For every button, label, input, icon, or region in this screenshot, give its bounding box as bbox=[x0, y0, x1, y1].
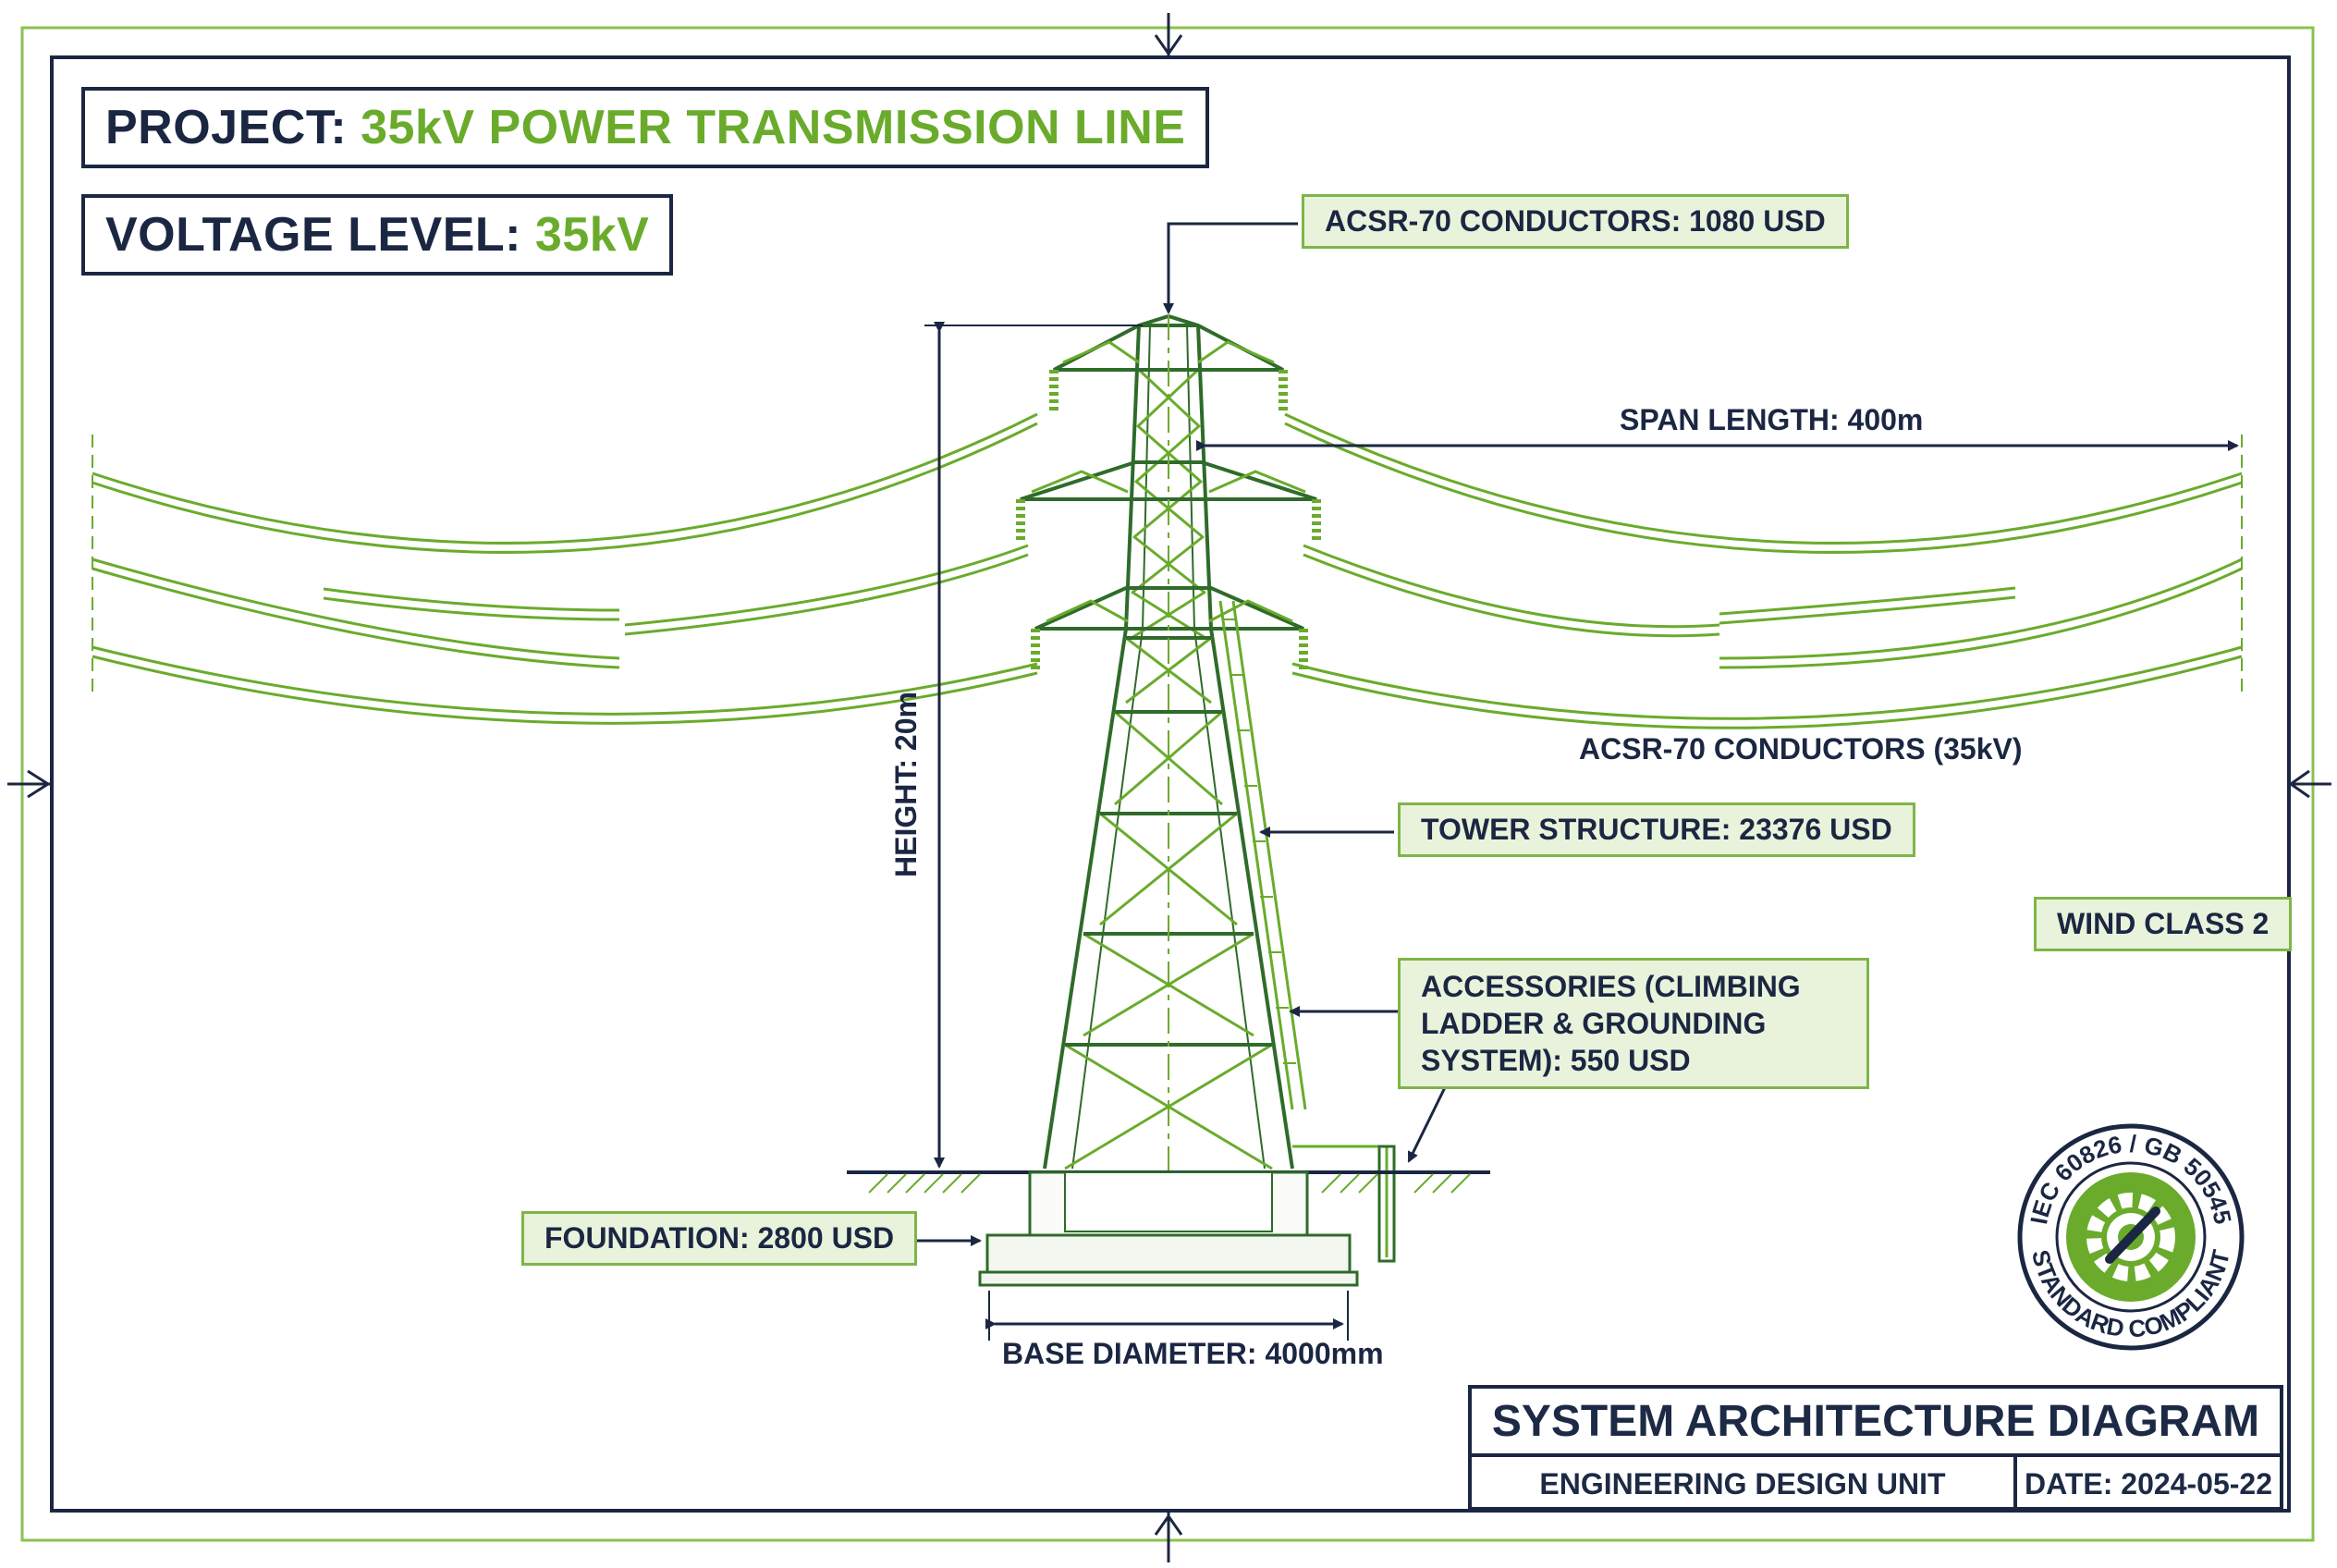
project-label: PROJECT: bbox=[105, 101, 348, 154]
gear-wrench-icon bbox=[2086, 1193, 2175, 1281]
voltage-header: VOLTAGE LEVEL: 35kV bbox=[81, 194, 674, 276]
project-value: 35kV POWER TRANSMISSION LINE bbox=[361, 101, 1186, 154]
lattice-tower bbox=[1016, 313, 1396, 1276]
title-block: SYSTEM ARCHITECTURE DIAGRAM ENGINEERING … bbox=[1468, 1385, 2283, 1511]
base-dimension bbox=[985, 1291, 1349, 1341]
compliance-badge: IEC 60826 / GB 50545 STANDARD COMPLIANT bbox=[2017, 1123, 2245, 1351]
voltage-value: 35kV bbox=[534, 208, 650, 262]
sheet-frame bbox=[7, 13, 2331, 1562]
project-header: PROJECT: 35kV POWER TRANSMISSION LINE bbox=[81, 87, 1210, 168]
conductors-rating-label: ACSR-70 CONDUCTORS (35kV) bbox=[1579, 732, 2023, 766]
leader-lines bbox=[862, 222, 1451, 1246]
height-label: HEIGHT: 20m bbox=[888, 692, 923, 877]
accessories-callout: ACCESSORIES (CLIMBING LADDER & GROUNDING… bbox=[1398, 958, 1869, 1089]
wind-class-badge: WIND CLASS 2 bbox=[2034, 897, 2293, 951]
voltage-label: VOLTAGE LEVEL: bbox=[105, 208, 521, 262]
tower-structure-callout: TOWER STRUCTURE: 23376 USD bbox=[1398, 802, 1915, 857]
height-dimension bbox=[924, 322, 1143, 1169]
conductors-cost-callout: ACSR-70 CONDUCTORS: 1080 USD bbox=[1302, 194, 1849, 249]
title-block-organization: ENGINEERING DESIGN UNIT bbox=[1472, 1457, 2017, 1511]
foundation-callout: FOUNDATION: 2800 USD bbox=[521, 1211, 918, 1266]
conductor-lines-left bbox=[92, 412, 1038, 725]
title-block-date: DATE: 2024-05-22 bbox=[2025, 1466, 2272, 1501]
title-block-title: SYSTEM ARCHITECTURE DIAGRAM bbox=[1472, 1389, 2280, 1457]
ground-and-foundation bbox=[847, 1170, 1490, 1287]
span-length-label: SPAN LENGTH: 400m bbox=[1620, 403, 1924, 436]
conductor-lines-right bbox=[1284, 412, 2243, 729]
base-diameter-label: BASE DIAMETER: 4000mm bbox=[1002, 1337, 1384, 1370]
